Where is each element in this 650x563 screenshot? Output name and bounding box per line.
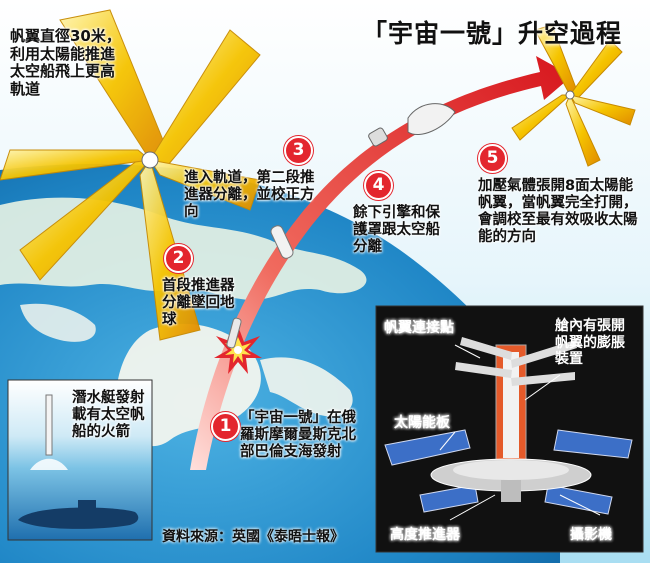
trajectory-arrow	[190, 56, 572, 470]
solar-sail-left	[0, 9, 261, 341]
submarine-caption: 潛水艇發射載有太空帆船的火箭	[72, 390, 145, 441]
label-altitude-thruster: 高度推進器	[390, 527, 460, 543]
booster-separation-burst	[214, 326, 262, 374]
landmass	[260, 357, 353, 417]
label-solar-panel: 太陽能板	[394, 415, 450, 431]
step-3-badge: 3	[284, 136, 313, 165]
step-4-text: 餘下引擎和保護罩跟太空船分離	[353, 205, 440, 256]
solar-sail-right	[511, 24, 636, 167]
step-5-text: 加壓氣體張開8面太陽能帆翼，當帆翼完全打開，會調校至最有效吸收太陽能的方向	[478, 178, 638, 246]
step-2-text: 首段推進器分離墜回地球	[162, 278, 235, 329]
label-cabin-device: 艙內有張開帆翼的膨脹裝置	[555, 318, 625, 368]
protective-shroud	[368, 103, 456, 147]
landmass	[20, 303, 96, 342]
source-credit: 資料來源：英國《泰晤士報》	[162, 529, 344, 545]
label-sail-joint: 帆翼連接點	[384, 320, 454, 336]
label-camera: 攝影機	[570, 527, 612, 543]
step-5-badge: 5	[478, 144, 507, 173]
rocket-stage-1	[226, 317, 242, 349]
step-1-badge: 1	[211, 412, 240, 441]
step-2-badge: 2	[164, 244, 193, 273]
submarine-inset	[7, 379, 153, 541]
spacecraft-diagram-inset	[375, 305, 644, 553]
step-4-badge: 4	[364, 171, 393, 200]
step-3-text: 進入軌道，第二段推進器分離，並校正方向	[184, 170, 315, 221]
step-1-text: 「宇宙一號」在俄羅斯摩爾曼斯克北部巴倫支海發射	[240, 410, 356, 461]
rocket-stage-2	[270, 225, 294, 259]
page-title: 「宇宙一號」升空過程	[362, 19, 623, 48]
sail-caption: 帆翼直徑30米，利用太陽能推進太空船飛上更高軌道	[10, 27, 121, 99]
